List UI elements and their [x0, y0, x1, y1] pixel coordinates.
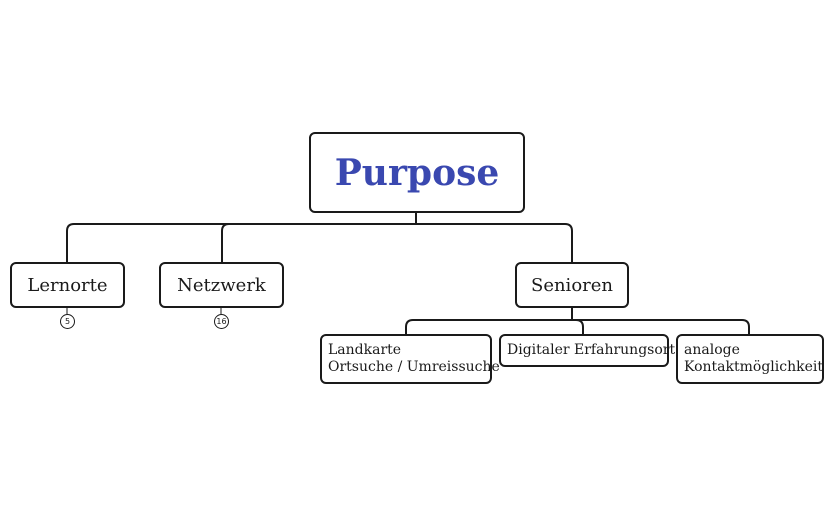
node-senioren[interactable]: Senioren: [515, 262, 629, 308]
node-landkarte-line-2: Ortsuche / Umreissuche: [328, 359, 500, 375]
node-analoge-line-1: analoge: [684, 342, 740, 358]
child-count-badge-lernorte[interactable]: 5: [60, 314, 75, 329]
connector-senioren-landkarte: [405, 308, 573, 334]
connector-root-lernorte: [66, 213, 417, 262]
node-landkarte[interactable]: Landkarte Ortsuche / Umreissuche: [320, 334, 500, 384]
node-netzwerk-label: Netzwerk: [177, 274, 266, 296]
node-analoge-kontaktmoeglichkeit[interactable]: analoge Kontaktmöglichkeit: [676, 334, 824, 384]
node-digitaler-erfahrungsort[interactable]: Digitaler Erfahrungsort: [499, 334, 675, 367]
connector-senioren-digitaler: [572, 319, 584, 334]
node-digitaler-line-1: Digitaler Erfahrungsort: [507, 342, 676, 358]
connector-senioren-analoge: [572, 319, 750, 334]
root-node-purpose[interactable]: Purpose: [309, 132, 525, 213]
connector-root-netzwerk: [221, 223, 416, 262]
root-node-label: Purpose: [334, 151, 500, 194]
node-analoge-line-2: Kontaktmöglichkeit: [684, 359, 823, 375]
node-lernorte-label: Lernorte: [27, 274, 108, 296]
connector-root-senioren: [416, 223, 573, 262]
node-landkarte-line-1: Landkarte: [328, 342, 402, 358]
node-lernorte[interactable]: Lernorte: [10, 262, 125, 308]
node-netzwerk[interactable]: Netzwerk: [159, 262, 284, 308]
node-senioren-label: Senioren: [530, 274, 614, 296]
child-count-badge-netzwerk[interactable]: 16: [214, 314, 229, 329]
